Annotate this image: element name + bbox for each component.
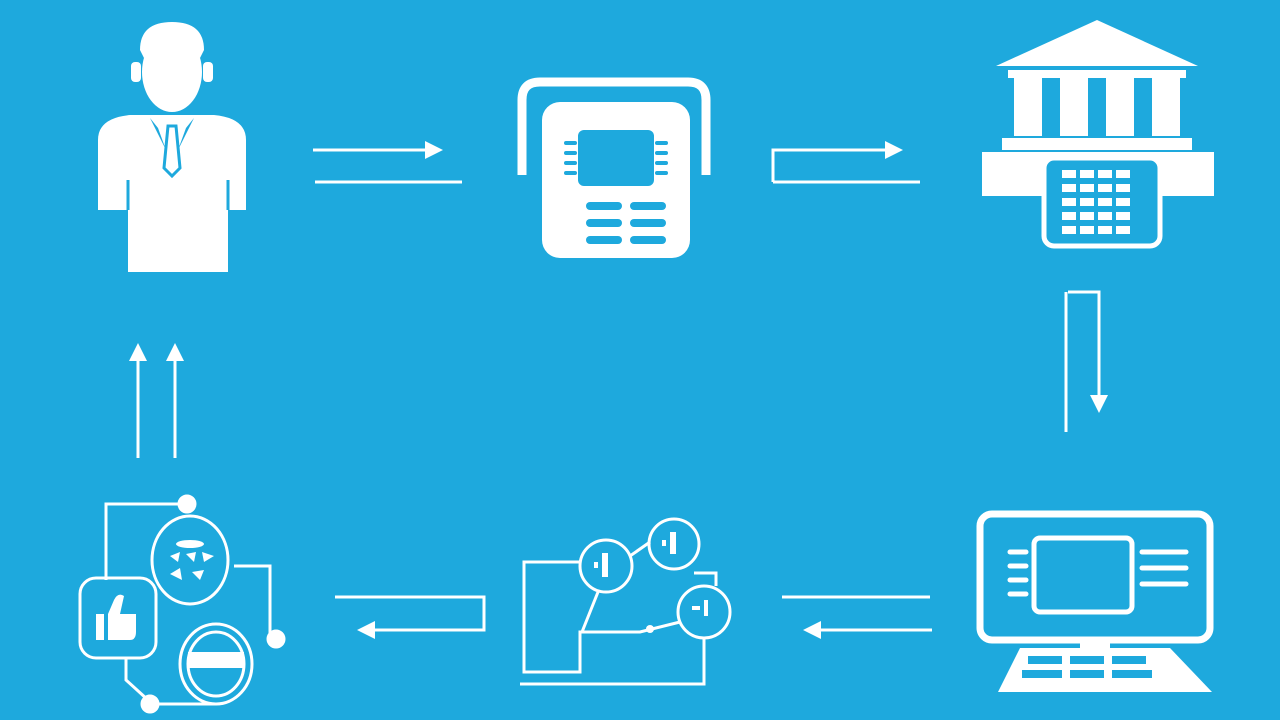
computer-terminal-icon (976, 510, 1214, 692)
arrow-atm-to-bank (771, 141, 903, 182)
flow-arrows (129, 141, 1108, 639)
thumbs-up-cluster-icon (78, 494, 286, 714)
arrow-network-to-feedback (335, 595, 486, 639)
bank-building-icon (982, 20, 1214, 249)
connected-nodes-icon (520, 517, 732, 686)
businessman-icon (98, 22, 246, 272)
atm-terminal-icon (517, 77, 711, 258)
arrow-bank-to-computer (1068, 290, 1108, 413)
